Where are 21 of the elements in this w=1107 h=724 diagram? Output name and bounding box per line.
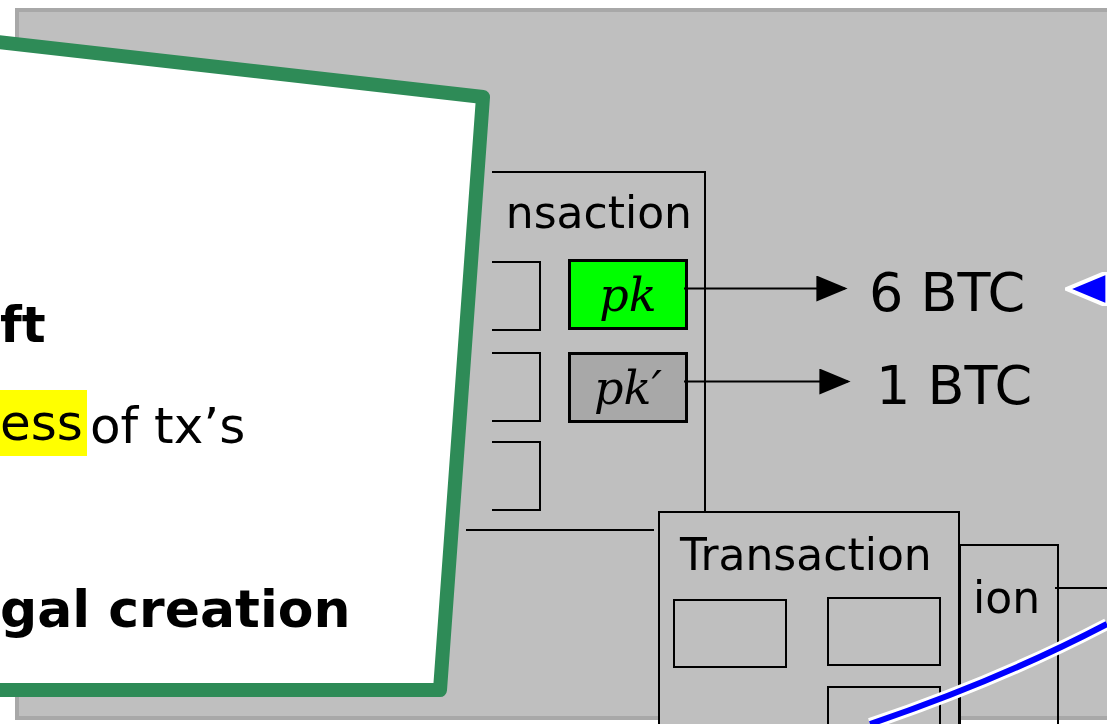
input-slot <box>492 441 541 511</box>
input-slot <box>492 261 541 331</box>
box-title: Transaction <box>680 533 932 577</box>
output-slot <box>827 686 941 724</box>
callout-text: ft <box>0 300 46 350</box>
highlighted-text: ess <box>0 390 87 456</box>
arrow <box>683 368 851 395</box>
arrow <box>683 275 848 302</box>
transaction-box <box>492 171 706 511</box>
arrow <box>1064 269 1107 309</box>
input-slot <box>492 352 541 422</box>
output-slot <box>827 597 941 666</box>
input-slot <box>673 599 787 668</box>
public-key-box <box>568 352 688 423</box>
box-title: nsaction <box>505 191 692 235</box>
callout-text: of tx’s <box>90 401 246 451</box>
public-key-box <box>568 259 688 330</box>
amount-text: 1 BTC <box>876 359 1033 413</box>
transaction-box <box>658 511 960 724</box>
box-title: ion <box>973 576 1041 620</box>
amount-text: 6 BTC <box>869 266 1026 320</box>
